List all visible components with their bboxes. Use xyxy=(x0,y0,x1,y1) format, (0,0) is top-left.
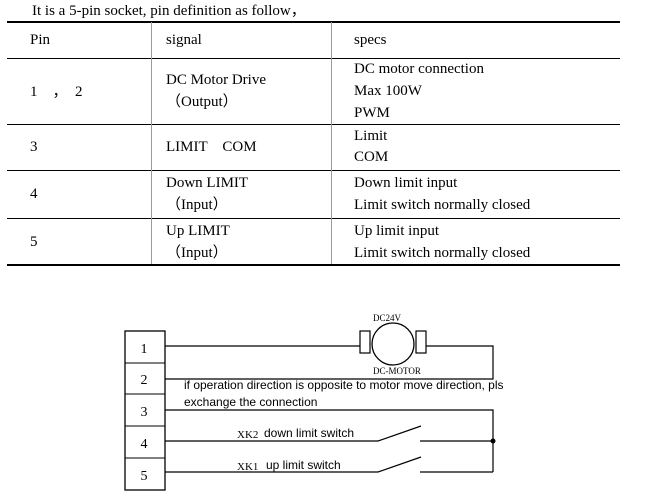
intro-text: It is a 5-pin socket, pin definition as … xyxy=(32,3,306,19)
row-4-signal-line2: （Input） xyxy=(166,245,228,261)
table-row-rule xyxy=(7,170,620,171)
junction-dot xyxy=(490,438,496,444)
xk2-switch-contact xyxy=(377,425,422,442)
xk1-switch-contact xyxy=(377,456,422,473)
row-1-pin: 1 ， 2 xyxy=(30,84,83,100)
table-header-rule xyxy=(7,58,620,59)
pin-1-label: 1 xyxy=(141,342,148,357)
table-row-rule xyxy=(7,124,620,125)
pin-5-label: 5 xyxy=(141,469,148,484)
wire-motor-pin2 xyxy=(165,345,494,380)
row-2-pin: 3 xyxy=(30,139,38,155)
pin-definition-table: Pin signal specs 1 ， 2 DC Motor Drive （O… xyxy=(7,21,620,266)
motor-name-label: DC-MOTOR xyxy=(373,366,421,376)
xk2-id: XK2 xyxy=(237,429,258,441)
xk1-label: up limit switch xyxy=(266,458,341,472)
row-3-signal-line2: （Input） xyxy=(166,197,228,213)
connector-outline xyxy=(124,330,166,491)
table-top-rule xyxy=(7,21,620,23)
row-3-specs-line1: Down limit input xyxy=(354,175,458,191)
row-3-specs-line2: Limit switch normally closed xyxy=(354,197,531,213)
row-2-signal: LIMIT COM xyxy=(166,139,257,155)
pin-2-label: 2 xyxy=(141,373,148,388)
motor-voltage-label: DC24V xyxy=(373,313,402,323)
motor-circle xyxy=(371,322,415,366)
table-column-divider xyxy=(151,22,152,264)
motor-terminal-right xyxy=(415,330,427,354)
row-3-pin: 4 xyxy=(30,186,38,202)
row-4-signal-line1: Up LIMIT xyxy=(166,223,230,239)
row-1-specs-line2: Max 100W xyxy=(354,83,422,99)
wiring-diagram: 1 2 3 4 5 DC24V DC-MOTOR if operation di… xyxy=(124,313,504,491)
row-1-specs-line3: PWM xyxy=(354,105,390,121)
row-4-specs-line2: Limit switch normally closed xyxy=(354,245,531,261)
dc-motor: DC24V DC-MOTOR xyxy=(359,313,427,376)
row-1-specs-line1: DC motor connection xyxy=(354,61,484,77)
row-3-signal-line1: Down LIMIT xyxy=(166,175,249,191)
row-2-specs-line1: Limit xyxy=(354,128,388,144)
xk1-id: XK1 xyxy=(237,461,258,473)
row-1-signal-line1: DC Motor Drive xyxy=(166,72,266,88)
row-2-specs-line2: COM xyxy=(354,149,389,165)
wiring xyxy=(165,345,494,473)
connector-block: 1 2 3 4 5 xyxy=(124,330,166,491)
table-bottom-rule xyxy=(7,264,620,266)
pin-3-label: 3 xyxy=(141,405,148,420)
header-specs: specs xyxy=(354,32,387,48)
table-column-divider xyxy=(331,22,332,264)
row-4-specs-line1: Up limit input xyxy=(354,223,440,239)
table-row-rule xyxy=(7,218,620,219)
row-4-pin: 5 xyxy=(30,234,38,250)
wire-pin3-common xyxy=(165,409,494,472)
note-line-1: if operation direction is opposite to mo… xyxy=(184,378,504,392)
note-line-2: exchange the connection xyxy=(184,395,317,409)
header-signal: signal xyxy=(166,32,202,48)
header-pin: Pin xyxy=(30,32,51,48)
motor-terminal-left xyxy=(359,330,371,354)
xk2-label: down limit switch xyxy=(264,426,354,440)
pin-4-label: 4 xyxy=(141,437,148,452)
row-1-signal-line2: （Output） xyxy=(166,94,238,110)
